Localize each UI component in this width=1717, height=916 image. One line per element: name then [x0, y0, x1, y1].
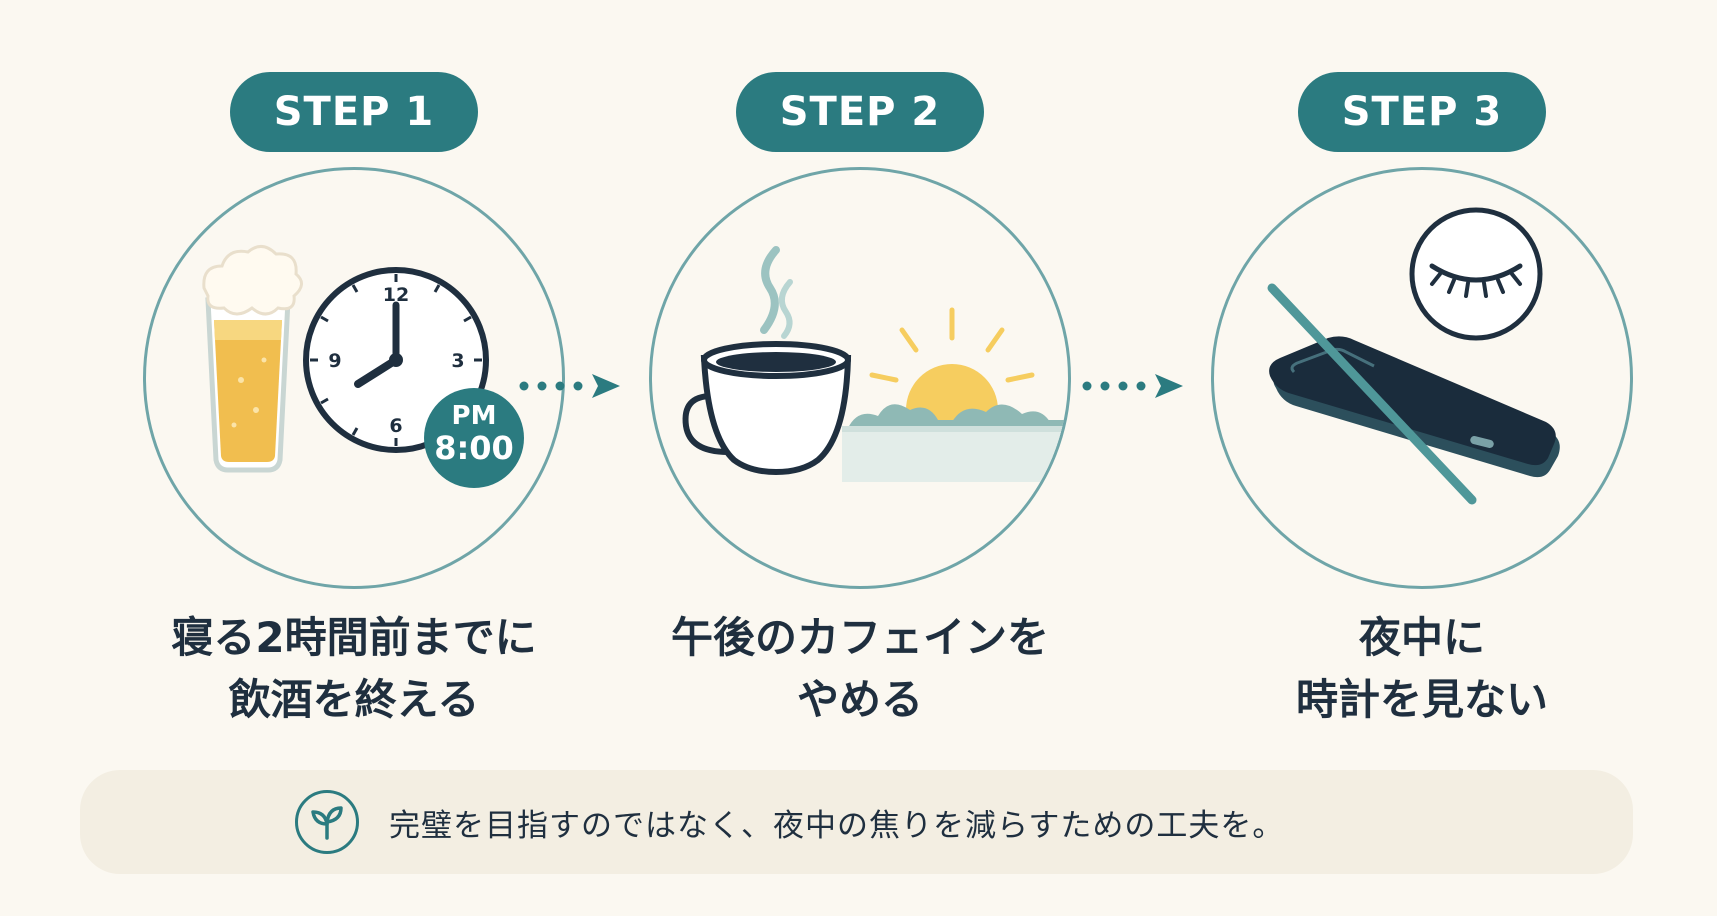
smartphone-icon: [1269, 336, 1560, 478]
coffee-cup-icon: [682, 341, 852, 476]
leaf-badge: [295, 790, 359, 854]
step-2-caption-line-1: 午後のカフェインを: [670, 613, 1049, 662]
strike-line: [1267, 283, 1477, 505]
leaf-icon: [311, 806, 343, 840]
step-3-icons: [1267, 207, 1560, 505]
time-badge: PM 8:00: [424, 388, 524, 488]
step-3-caption: 夜中に 時計を見ない: [1192, 607, 1652, 731]
step-1-illustration: 12 3 6 9 PM 8:00: [143, 167, 565, 589]
dotted-arrow-icon: [1082, 374, 1183, 398]
clock-number-12: 12: [383, 284, 409, 306]
step-2-caption-line-2: やめる: [796, 675, 923, 724]
step-2-label: STEP 2: [736, 72, 984, 152]
step-2-caption: 午後のカフェインを やめる: [630, 607, 1090, 731]
step-1-caption: 寝る2時間前までに 飲酒を終える: [124, 607, 584, 731]
step-2-icons: [682, 246, 1068, 515]
step-1-icons: 12 3 6 9 PM 8:00: [202, 245, 524, 488]
time-badge-ampm: PM: [452, 401, 497, 431]
steam-icon: [760, 246, 793, 339]
step-3-illustration: [1211, 167, 1633, 589]
step-3-caption-line-1: 夜中に: [1358, 613, 1485, 662]
step-3-label: STEP 3: [1298, 72, 1546, 152]
footer-message: 完璧を目指すのではなく、夜中の焦りを減らすための工夫を。: [389, 807, 1285, 844]
clock-number-9: 9: [328, 350, 341, 372]
beer-glass-icon: [202, 245, 303, 473]
dotted-arrow-icon: [519, 374, 620, 398]
step-1-caption-line-2: 飲酒を終える: [228, 675, 480, 724]
step-1-caption-line-1: 寝る2時間前までに: [171, 613, 537, 662]
step-3-caption-line-2: 時計を見ない: [1295, 675, 1548, 724]
footer-banner: 完璧を目指すのではなく、夜中の焦りを減らすための工夫を。: [80, 770, 1633, 874]
time-badge-time: 8:00: [434, 429, 514, 467]
step-1-label: STEP 1: [230, 72, 478, 152]
closed-eye-icon: [1409, 207, 1543, 341]
clock-number-3: 3: [451, 350, 464, 372]
clock-number-6: 6: [389, 415, 402, 437]
step-2-illustration: [649, 167, 1071, 589]
